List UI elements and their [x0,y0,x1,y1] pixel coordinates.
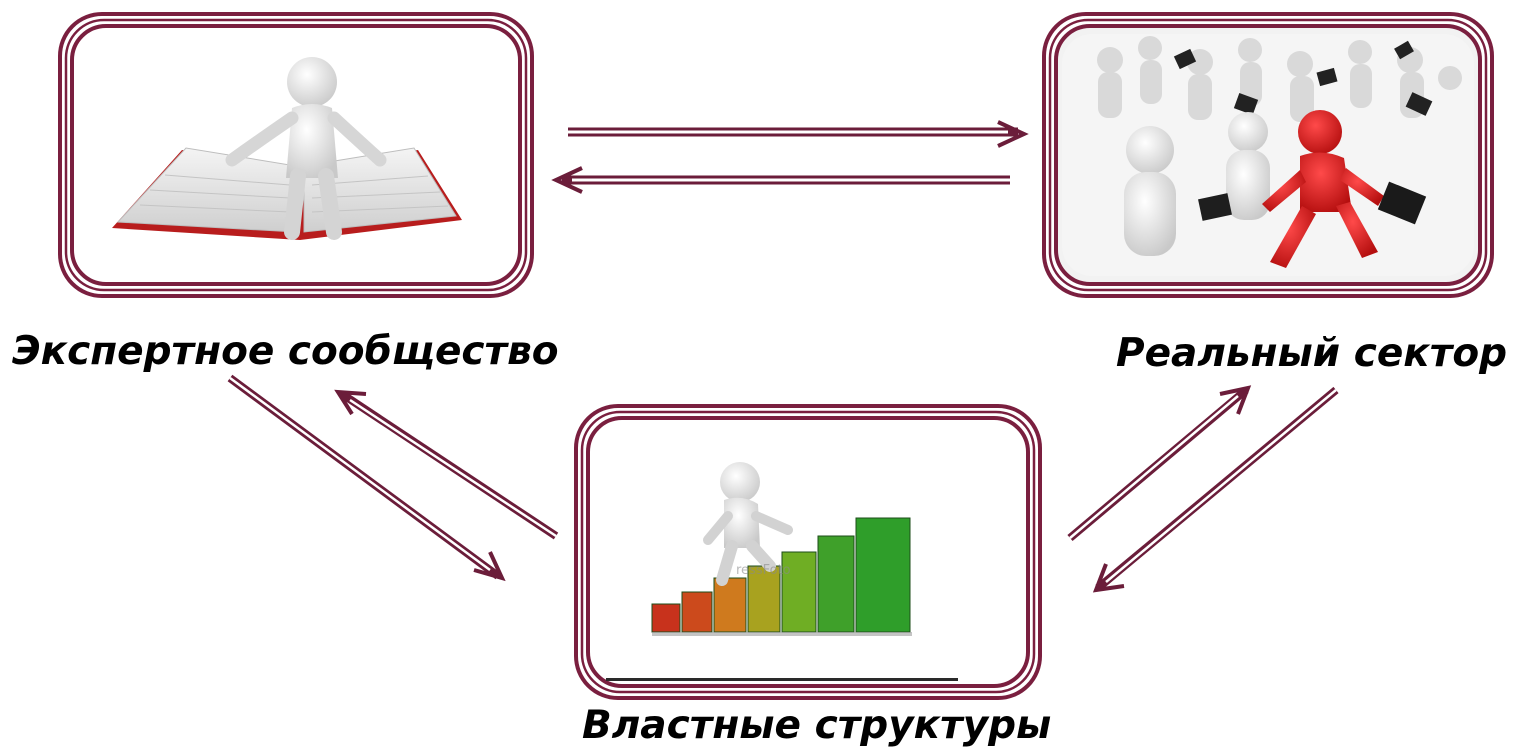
running-businessmen-icon [1062,34,1474,276]
growth-chart-climber-icon: ressFoto [651,462,912,636]
arrow-real-to-power [1092,386,1339,593]
watermark: ressFoto [736,563,791,578]
node-expert [58,12,534,298]
arrow-real-to-expert [551,166,1010,194]
label-real-sector: Реальный сектор [1116,331,1508,376]
label-power-structures: Властные структуры [582,703,1052,748]
node-real [1042,12,1494,298]
arrow-power-to-real [1067,385,1252,542]
book-person-icon [112,57,462,240]
label-expert-community: Экспертное сообщество [12,329,559,374]
arrow-expert-to-power [227,374,506,582]
node-power: ressFoto [574,404,1042,700]
arrow-power-to-expert [334,389,559,540]
arrow-expert-to-real [568,120,1029,148]
